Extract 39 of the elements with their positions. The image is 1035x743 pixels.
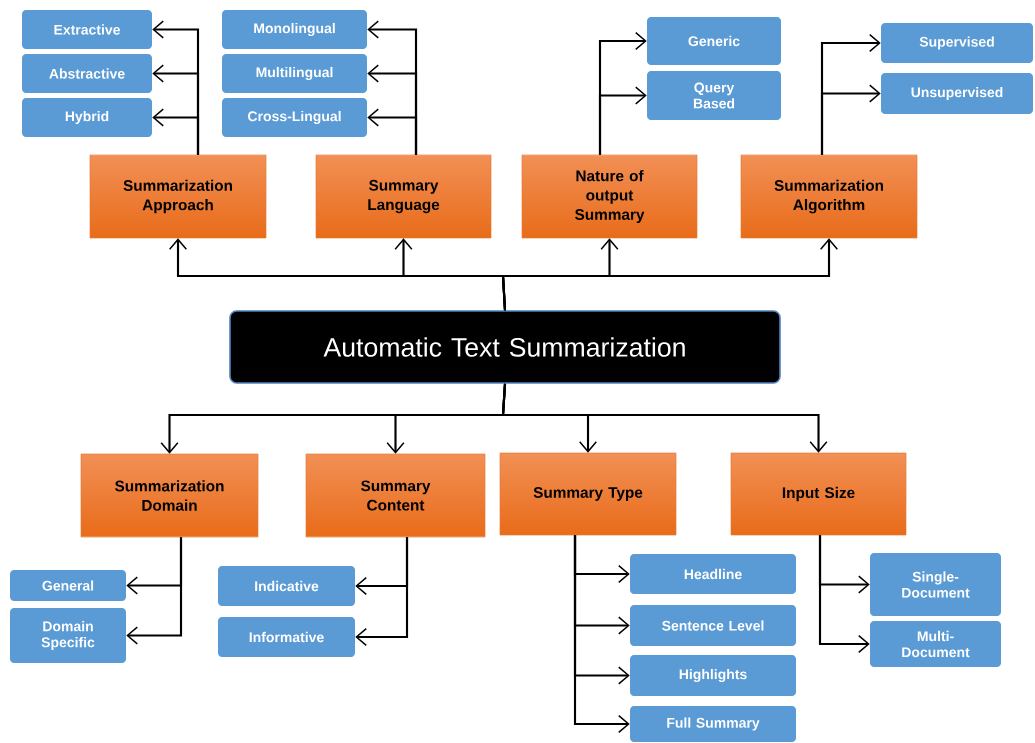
arrow: [501, 383, 828, 453]
category-box: Summary Content: [305, 453, 486, 538]
arrow: [820, 84, 881, 155]
subcategory-box: General: [10, 570, 126, 601]
arrow: [152, 108, 200, 155]
subcategory-box: Headline: [630, 554, 796, 594]
subcategory-box: Single-Document: [870, 553, 1001, 616]
category-box: Summary Type: [499, 452, 677, 536]
subcategory-box: Monolingual: [222, 10, 367, 49]
subcategory-box: Indicative: [218, 566, 355, 606]
category-box: Input Size: [730, 452, 907, 536]
arrow: [126, 537, 183, 645]
subcategory-box: Extractive: [22, 10, 152, 49]
subcategory-box: Highlights: [630, 655, 796, 696]
category-box: Summarization Approach: [89, 154, 267, 239]
subcategory-box: Multilingual: [222, 54, 367, 93]
subcategory-box: Abstractive: [22, 54, 152, 93]
subcategory-box: Query Based: [647, 71, 781, 120]
subcategory-box: Domain Specific: [10, 608, 126, 663]
category-box: Summarization Algorithm: [740, 154, 918, 239]
arrow: [598, 86, 647, 155]
arrow: [573, 535, 630, 734]
category-box: Summarization Domain: [80, 453, 259, 538]
subcategory-box: Generic: [647, 17, 781, 65]
subcategory-box: Sentence Level: [630, 605, 796, 646]
arrow: [501, 238, 839, 311]
subcategory-box: Supervised: [881, 23, 1033, 63]
subcategory-box: Cross-Lingual: [222, 98, 367, 137]
subcategory-box: Unsupervised: [881, 73, 1033, 114]
arrow: [355, 537, 409, 647]
subcategory-box: Multi-Document: [870, 621, 1001, 667]
title-box: Automatic Text Summarization: [229, 310, 781, 384]
subcategory-box: Full Summary: [630, 706, 796, 742]
subcategory-box: Informative: [218, 617, 355, 657]
arrow: [818, 535, 870, 654]
arrow: [367, 108, 418, 155]
subcategory-box: Hybrid: [22, 98, 152, 137]
category-box: Nature of output Summary: [521, 154, 698, 239]
category-box: Summary Language: [315, 154, 492, 239]
